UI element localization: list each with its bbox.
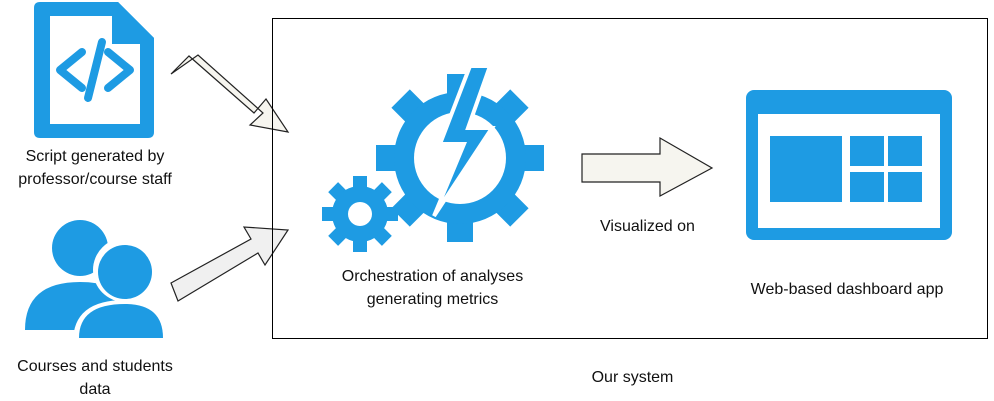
users-icon xyxy=(25,220,177,342)
orchestration-label: Orchestration of analyses generating met… xyxy=(300,265,565,311)
dashboard-label: Web-based dashboard app xyxy=(750,281,944,298)
code-file-icon xyxy=(34,2,154,138)
data-label: Courses and students data xyxy=(0,355,190,401)
system-boundary xyxy=(272,18,988,339)
orchestration-label-line1: Orchestration of analyses xyxy=(341,268,524,285)
orchestration-label-line2: generating metrics xyxy=(366,291,499,308)
data-label-line2: data xyxy=(79,381,111,398)
data-label-line1: Courses and students xyxy=(17,358,173,375)
script-label-line1: Script generated by xyxy=(25,148,165,165)
arrow-data-to-system xyxy=(170,226,290,302)
script-label-line2: professor/course staff xyxy=(18,171,172,188)
dashboard-window-icon xyxy=(746,90,952,240)
arrow-script-to-system xyxy=(170,54,290,133)
script-label: Script generated by professor/course sta… xyxy=(0,145,190,191)
arrow-orchestration-to-dashboard xyxy=(581,136,714,198)
system-label: Our system xyxy=(591,369,674,386)
visualized-on-label: Visualized on xyxy=(600,218,695,235)
gears-lightning-icon xyxy=(322,64,544,252)
